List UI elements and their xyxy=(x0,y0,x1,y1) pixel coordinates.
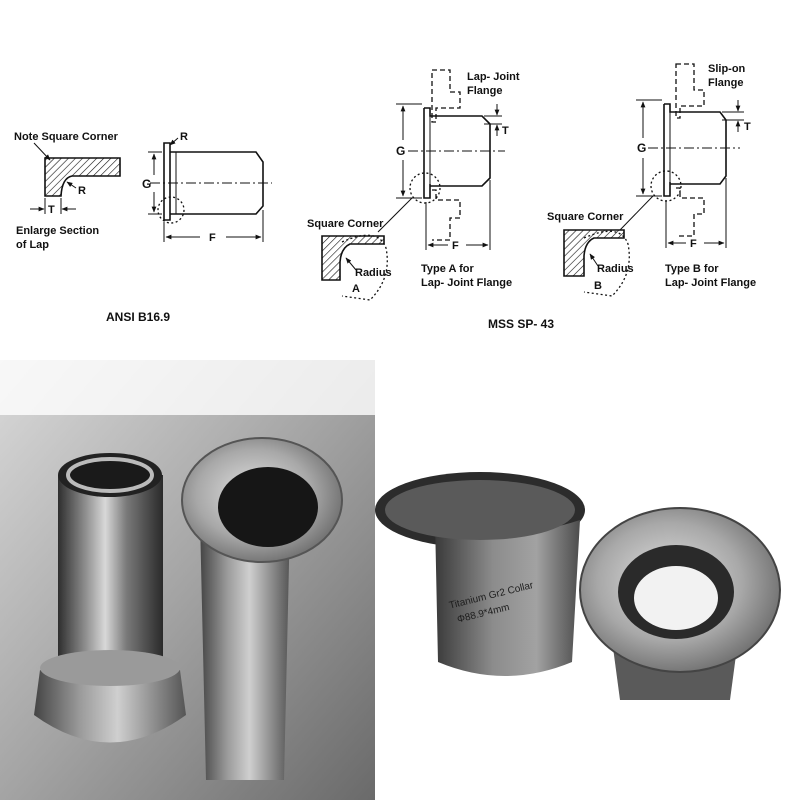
type-a-radius-letter: A xyxy=(352,283,360,295)
ansi-t-label: T xyxy=(48,204,55,216)
type-b-diagram: Slip-on Flange T G F Square Corner Radiu… xyxy=(547,63,756,297)
enlarge-section-label-line1: Enlarge Section xyxy=(16,225,99,237)
type-b-radius-letter: B xyxy=(594,280,602,292)
ansi-b169-diagram: Note Square Corner R T Enlarge Section o… xyxy=(14,131,272,324)
flared-collar-photo xyxy=(181,437,343,780)
ansi-body-r-label: R xyxy=(180,131,188,143)
type-a-t-label: T xyxy=(502,125,509,137)
type-b-f-label: F xyxy=(690,238,697,250)
type-b-flange-label-line2: Flange xyxy=(708,77,743,89)
mss-caption: MSS SP- 43 xyxy=(488,317,554,331)
type-b-flange-label-line1: Slip-on xyxy=(708,63,746,75)
ansi-g-label: G xyxy=(142,177,151,191)
type-a-flange-label-line1: Lap- Joint xyxy=(467,71,520,83)
ansi-f-label: F xyxy=(209,232,216,244)
product-photos: Titanium Gr2 Collar Φ88.9*4mm xyxy=(0,360,800,800)
type-a-caption-line1: Type A for xyxy=(421,263,474,275)
type-a-g-label: G xyxy=(396,144,405,158)
long-stub-end-photo xyxy=(34,453,186,743)
type-b-g-label: G xyxy=(637,141,646,155)
type-b-caption-line2: Lap- Joint Flange xyxy=(665,277,756,289)
type-b-square-corner-label: Square Corner xyxy=(547,211,624,223)
engraved-titanium-collar-photo: Titanium Gr2 Collar Φ88.9*4mm xyxy=(375,472,585,676)
type-a-diagram: Lap- Joint Flange T G F Square Corner Ra… xyxy=(307,69,520,301)
type-b-radius-label: Radius xyxy=(597,263,634,275)
collar-face-photo xyxy=(579,507,781,700)
type-b-t-label: T xyxy=(744,121,751,133)
type-a-flange-label-line2: Flange xyxy=(467,85,502,97)
ansi-caption: ANSI B16.9 xyxy=(106,310,170,324)
ansi-section-r-label: R xyxy=(78,185,86,197)
type-b-caption-line1: Type B for xyxy=(665,263,719,275)
type-a-radius-label: Radius xyxy=(355,267,392,279)
enlarge-section-label-line2: of Lap xyxy=(16,239,49,251)
ansi-enlarged-section: Note Square Corner R T Enlarge Section o… xyxy=(14,131,121,251)
type-a-f-label: F xyxy=(452,240,459,252)
ansi-stub-end-drawing: R G F xyxy=(142,131,272,244)
type-a-square-corner-label: Square Corner xyxy=(307,218,384,230)
left-photo-background xyxy=(0,360,375,800)
note-square-corner-label: Note Square Corner xyxy=(14,131,119,143)
technical-drawing: Note Square Corner R T Enlarge Section o… xyxy=(14,63,756,331)
type-a-caption-line2: Lap- Joint Flange xyxy=(421,277,512,289)
